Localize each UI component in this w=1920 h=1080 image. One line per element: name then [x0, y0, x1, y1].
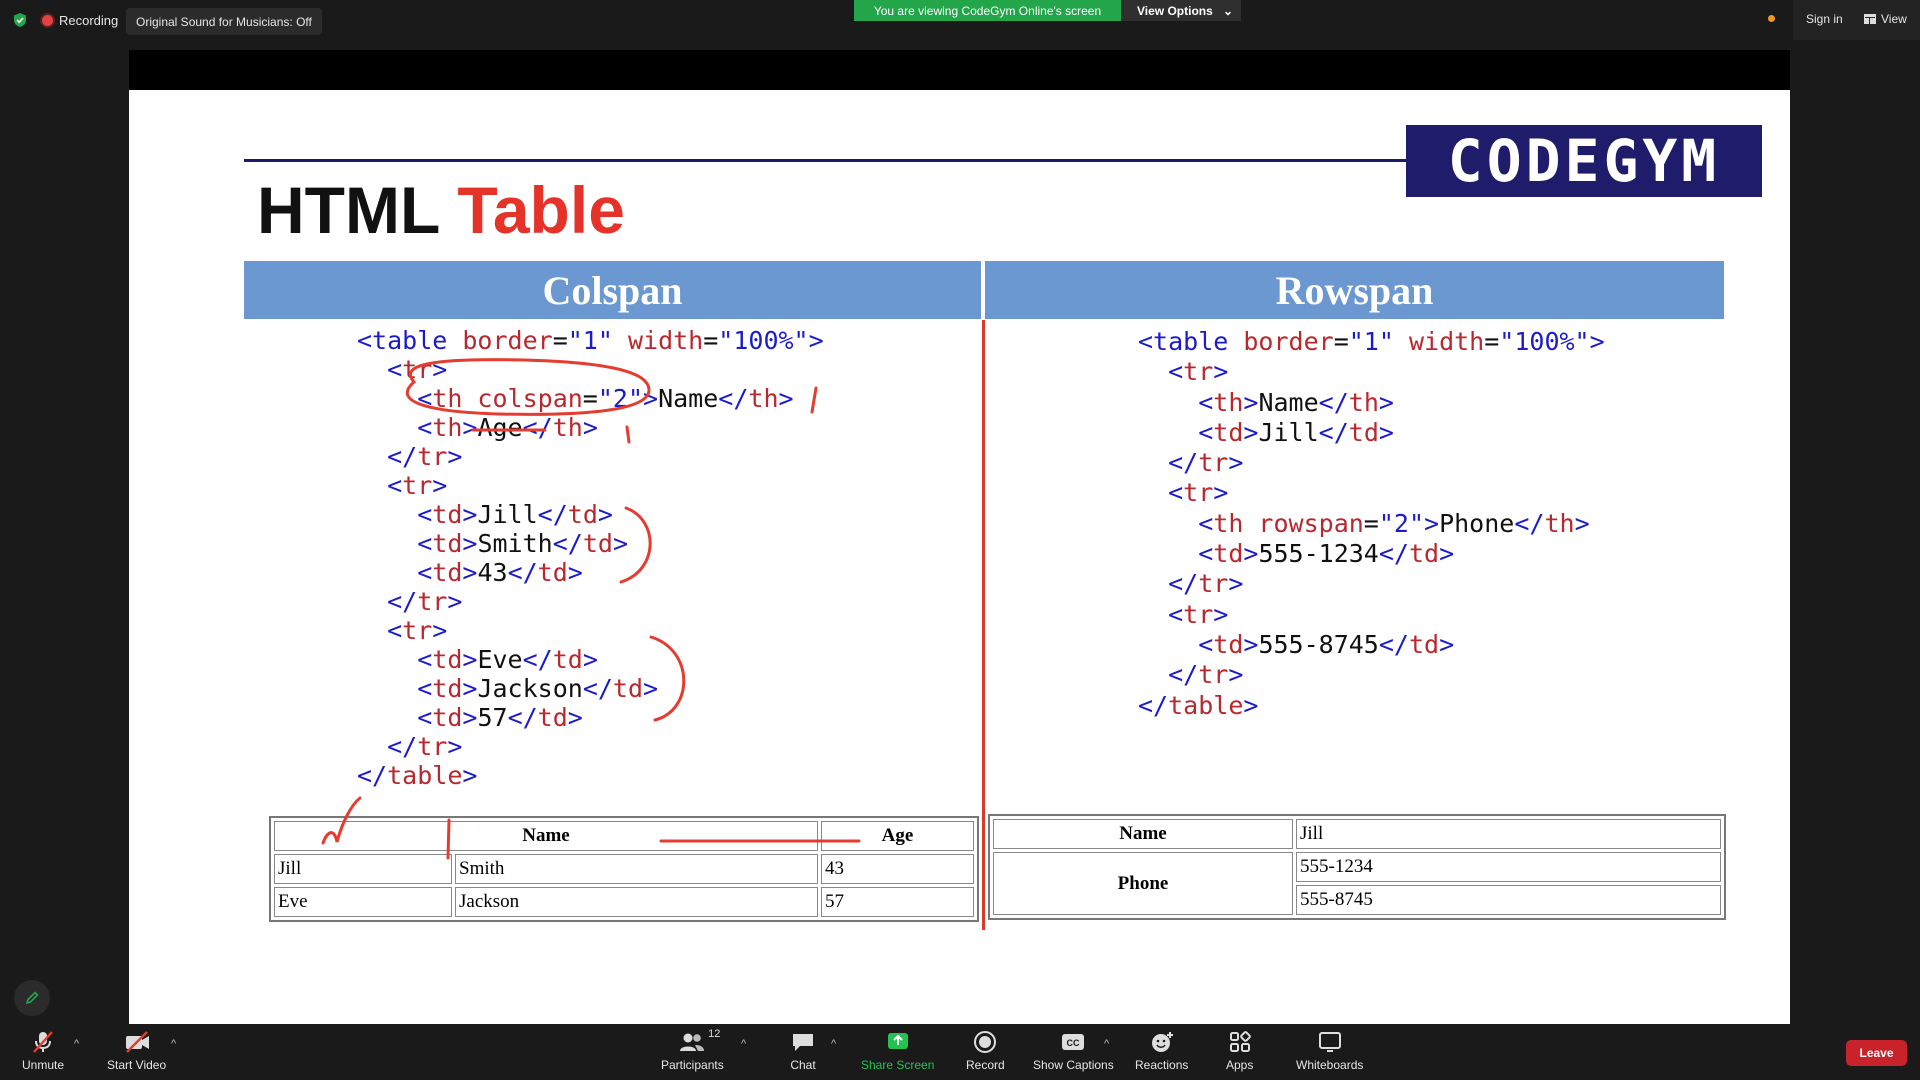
leave-button[interactable]: Leave — [1846, 1040, 1907, 1066]
apps-icon — [1229, 1031, 1251, 1052]
apps-label: Apps — [1226, 1058, 1254, 1072]
captions-icon: CC — [1062, 1034, 1085, 1050]
slide-title: HTML Table — [257, 172, 625, 248]
chevron-down-icon: ⌄ — [1222, 3, 1233, 18]
whiteboard-icon — [1318, 1032, 1341, 1052]
table-cell: Smith — [455, 854, 818, 884]
table-cell: 555-1234 — [1296, 852, 1721, 882]
whiteboards-button[interactable]: Whiteboards — [1296, 1030, 1363, 1072]
table-cell: Eve — [274, 887, 452, 917]
view-options-label: View Options — [1137, 3, 1213, 18]
share-screen-icon — [887, 1033, 908, 1049]
chat-button[interactable]: Chat — [790, 1030, 816, 1072]
name-header-cell: Name — [274, 821, 818, 851]
video-off-icon — [125, 1031, 149, 1053]
captions-options-caret[interactable]: ^ — [1104, 1038, 1110, 1050]
age-header-cell: Age — [821, 821, 974, 851]
title-html: HTML — [257, 173, 458, 247]
recording-indicator[interactable]: Recording — [42, 10, 118, 30]
recording-label: Recording — [59, 12, 119, 28]
share-screen-button[interactable]: Share Screen — [861, 1030, 934, 1072]
microphone-muted-icon — [33, 1031, 53, 1053]
reactions-label: Reactions — [1135, 1058, 1189, 1072]
participants-label: Participants — [661, 1058, 724, 1072]
table-row: 555-8745 — [993, 885, 1721, 915]
name-header-cell: Name — [993, 819, 1293, 849]
rowspan-code: <table border="1" width="100%"> <tr> <th… — [1138, 327, 1605, 720]
status-dot-icon — [1768, 15, 1775, 22]
rowspan-demo-table: Name Jill Phone 555-1234 555-8745 — [988, 814, 1726, 920]
title-underline — [244, 159, 1434, 162]
smiley-icon — [1151, 1032, 1173, 1052]
shared-screen-top — [129, 50, 1790, 90]
audio-options-caret[interactable]: ^ — [74, 1038, 80, 1050]
unmute-label: Unmute — [22, 1058, 65, 1072]
participants-button[interactable]: 12 Participants — [661, 1028, 724, 1072]
annotate-button[interactable] — [14, 980, 50, 1016]
rowspan-header: Rowspan — [985, 261, 1724, 319]
table-cell: 555-8745 — [1296, 885, 1721, 915]
svg-text:CC: CC — [1067, 1038, 1080, 1048]
title-table: Table — [457, 173, 625, 247]
view-options-button[interactable]: View Options ⌄ — [1121, 0, 1241, 21]
shield-icon[interactable] — [12, 12, 28, 28]
record-button[interactable]: Record — [966, 1030, 1005, 1072]
shared-slide: CODEGYM HTML Table Colspan Rowspan <tabl… — [129, 90, 1790, 1024]
apps-button[interactable]: Apps — [1226, 1030, 1253, 1072]
colspan-demo-table: Name Age Jill Smith 43 Eve Jackson 57 — [269, 816, 979, 922]
meeting-toolbar — [0, 1024, 1920, 1080]
participants-options-caret[interactable]: ^ — [741, 1038, 747, 1050]
table-cell: 57 — [821, 887, 974, 917]
column-divider — [982, 320, 985, 930]
colspan-header: Colspan — [244, 261, 981, 319]
sign-in-button[interactable]: Sign in — [1806, 12, 1843, 26]
phone-header-cell: Phone — [993, 852, 1293, 915]
table-cell: Jill — [274, 854, 452, 884]
table-cell: Jackson — [455, 887, 818, 917]
reactions-button[interactable]: Reactions — [1135, 1030, 1188, 1072]
table-row: Jill Smith 43 — [274, 854, 974, 884]
record-icon — [974, 1031, 997, 1053]
grid-view-icon — [1864, 14, 1876, 24]
start-video-button[interactable]: Start Video — [107, 1030, 166, 1072]
top-right-controls — [1793, 0, 1920, 40]
table-cell: 43 — [821, 854, 974, 884]
table-row: Phone 555-1234 — [993, 852, 1721, 915]
start-video-label: Start Video — [107, 1058, 167, 1072]
record-label: Record — [966, 1058, 1005, 1072]
show-captions-button[interactable]: CC Show Captions — [1033, 1030, 1114, 1072]
original-sound-status[interactable]: Original Sound for Musicians: Off — [126, 8, 322, 35]
whiteboards-label: Whiteboards — [1296, 1058, 1364, 1072]
video-options-caret[interactable]: ^ — [171, 1038, 177, 1050]
pencil-icon — [25, 991, 39, 1005]
table-row: Name Jill — [993, 819, 1721, 849]
participants-icon-wrap: 12 — [678, 1028, 720, 1054]
share-screen-label: Share Screen — [861, 1058, 935, 1072]
show-captions-label: Show Captions — [1033, 1058, 1114, 1072]
chat-label: Chat — [790, 1058, 816, 1072]
participants-count: 12 — [708, 1028, 721, 1040]
view-label: View — [1881, 12, 1907, 26]
view-button[interactable]: View — [1864, 12, 1907, 26]
table-cell: Jill — [1296, 819, 1721, 849]
viewing-screen-banner: You are viewing CodeGym Online's screen — [854, 0, 1121, 21]
colspan-code: <table border="1" width="100%"> <tr> <th… — [357, 326, 824, 790]
table-row: Eve Jackson 57 — [274, 887, 974, 917]
chat-options-caret[interactable]: ^ — [831, 1038, 837, 1050]
codegym-logo: CODEGYM — [1406, 125, 1762, 197]
chat-icon — [793, 1034, 813, 1051]
table-row: Name Age — [274, 821, 974, 851]
record-dot-icon — [42, 14, 53, 26]
unmute-button[interactable]: Unmute — [22, 1030, 64, 1072]
participants-icon — [680, 1033, 705, 1051]
